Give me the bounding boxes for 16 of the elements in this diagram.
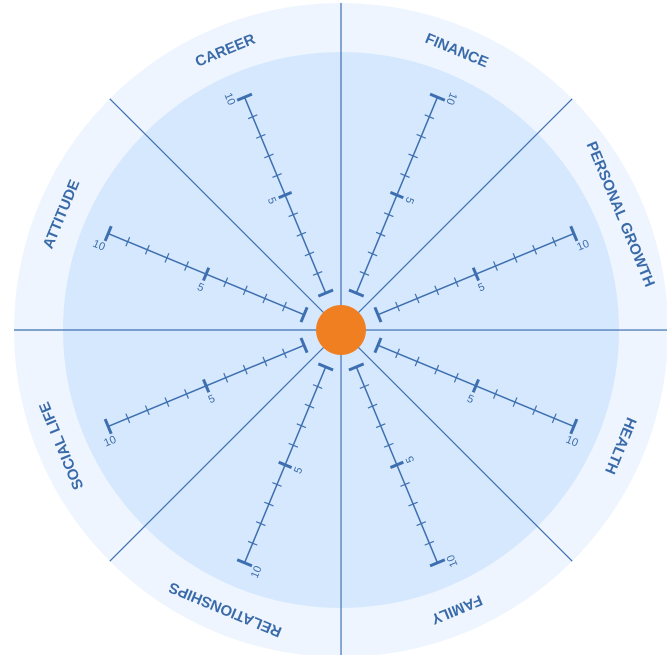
scale-number: 5 <box>268 197 277 204</box>
scale-number: 10 <box>92 240 105 250</box>
scale-number: 10 <box>566 436 578 446</box>
scale-number: 5 <box>478 282 484 291</box>
scale-number: 5 <box>406 197 414 204</box>
scale-number: 5 <box>467 394 474 403</box>
scale-number: 5 <box>294 466 302 474</box>
scale-number: 10 <box>251 566 261 578</box>
scale-number: 5 <box>208 394 215 403</box>
scale-number: 10 <box>577 240 589 250</box>
scale-number: 5 <box>405 456 414 463</box>
scale-number: 10 <box>224 93 236 105</box>
scale-number: 10 <box>104 436 116 446</box>
scale-number: 10 <box>446 92 457 105</box>
scale-number: 5 <box>198 282 204 291</box>
scale-number: 10 <box>446 555 458 567</box>
